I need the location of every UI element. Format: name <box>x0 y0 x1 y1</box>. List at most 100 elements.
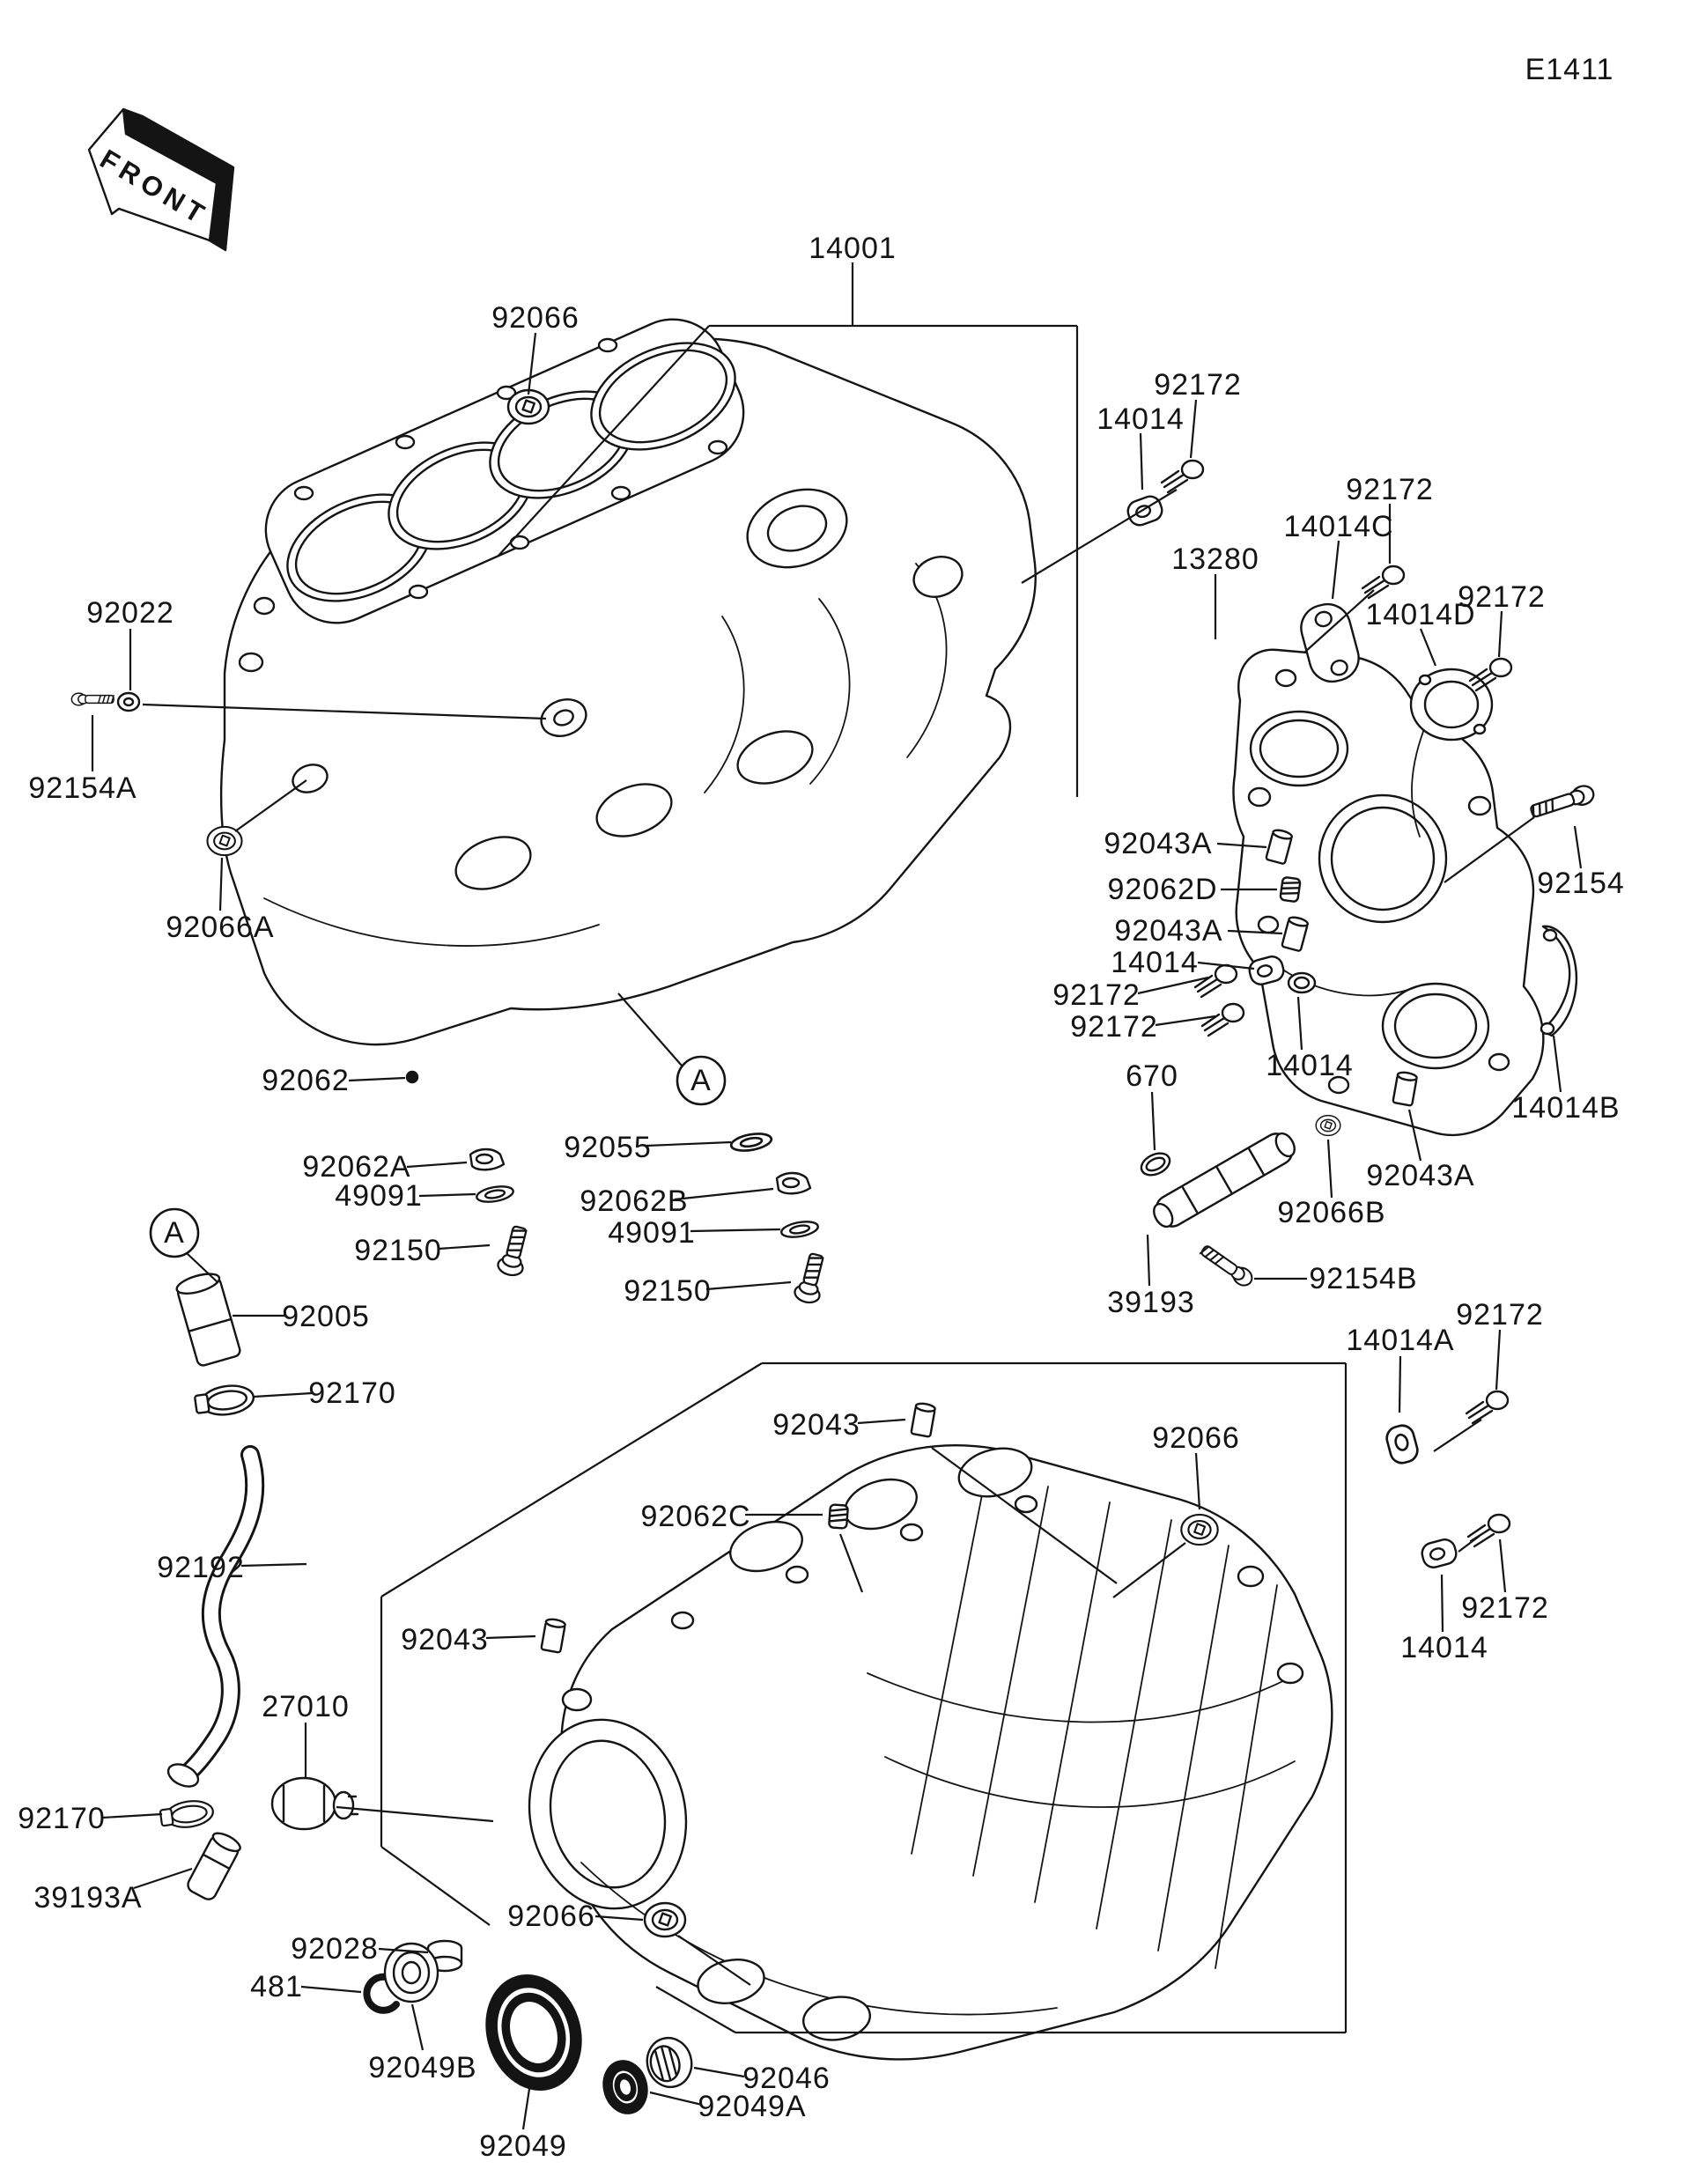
leader-line-92043A-43-0 <box>1407 1109 1422 1162</box>
part-label-92172-53: 92172 <box>1461 1591 1549 1625</box>
leader-line-49091-7-0 <box>418 1192 476 1198</box>
part-label-92172-38: 92172 <box>1052 978 1141 1012</box>
part-label-39193-46: 39193 <box>1107 1286 1195 1319</box>
part-label-39193A-18: 39193A <box>33 1881 142 1915</box>
leader-line-92172-53-1 <box>1458 1535 1481 1553</box>
tab-14014-4 <box>1418 1536 1460 1571</box>
part-label-92066-0: 92066 <box>491 301 580 335</box>
oil-pressure-switch-27010 <box>270 1776 359 1831</box>
screw-92172-4 <box>1193 963 1238 999</box>
leader-line-27010-16-1 <box>336 1805 494 1823</box>
part-label-92046-24: 92046 <box>742 2062 831 2095</box>
detail-marker-label-0: A <box>690 1064 712 1097</box>
part-label-92049A-25: 92049A <box>698 2090 806 2123</box>
part-label-92055-9: 92055 <box>564 1131 652 1164</box>
leader-line-92154-33-0 <box>1573 825 1583 869</box>
leader-line-92172-39-0 <box>1155 1015 1216 1027</box>
part-label-14014-54: 14014 <box>1400 1631 1488 1664</box>
page-code: E1411 <box>1525 53 1614 86</box>
leader-line-92043A-36-0 <box>1227 929 1283 935</box>
part-label-92005-13: 92005 <box>282 1300 370 1333</box>
part-label-92172-48: 92172 <box>1456 1298 1544 1332</box>
bolt-92150-left <box>495 1223 534 1279</box>
part-label-13280-26: 13280 <box>1171 542 1259 576</box>
leader-line-92066A-4-0 <box>218 857 224 911</box>
assembly-bracket-line-6 <box>655 1986 736 2033</box>
leader-line-92043A-34-0 <box>1216 842 1267 849</box>
plug-92066-mid <box>1180 1513 1219 1546</box>
leader-line-49091-11-0 <box>690 1228 781 1233</box>
leader-line-92028-19-0 <box>378 1947 429 1954</box>
part-label-14014B-42: 14014B <box>1511 1091 1620 1125</box>
leader-line-481-20-0 <box>300 1985 362 1994</box>
detail-marker-circle-1 <box>149 1207 200 1258</box>
leader-line-92170-14-0 <box>253 1391 313 1398</box>
leader-line-92066-0-0 <box>527 332 537 395</box>
detail-marker-leader-1-0 <box>186 1252 218 1283</box>
leader-line-92062A-6-0 <box>406 1161 468 1169</box>
clamp-92062a <box>469 1147 506 1171</box>
lower-crankcase-drawing <box>528 1444 1333 2061</box>
bolt-92150-right <box>792 1251 831 1306</box>
needle-bearing-92046 <box>646 2036 693 2089</box>
dowel-92043a-3 <box>1392 1070 1419 1107</box>
bearing-saddles <box>697 1447 1033 2041</box>
leader-line-92066-23-0 <box>594 1915 644 1922</box>
part-label-92154-33: 92154 <box>1537 867 1625 900</box>
hardware-parts <box>70 388 1598 2114</box>
part-label-92170-17: 92170 <box>18 1802 106 1835</box>
leader-line-92172-53-0 <box>1498 1538 1507 1593</box>
leader-line-92043-52-0 <box>485 1634 536 1640</box>
assembly-bracket-line-5 <box>380 1846 491 1926</box>
washer-92055 <box>728 1130 774 1155</box>
leader-line-92150-8-0 <box>438 1243 491 1251</box>
leader-line-92170-17-0 <box>101 1812 163 1819</box>
leader-line-14014-40-0 <box>1296 996 1303 1051</box>
leader-line-14014-37-0 <box>1197 961 1255 970</box>
screw-92172-5 <box>1200 1002 1245 1037</box>
leader-line-92022-2-1 <box>142 703 547 720</box>
screw-92062 <box>405 1070 419 1084</box>
tab-14014-1 <box>1124 492 1166 529</box>
part-label-92028-19: 92028 <box>291 1932 379 1966</box>
leader-line-92066A-4-1 <box>234 779 307 832</box>
leader-line-92049B-21-0 <box>410 2003 425 2051</box>
upper-crankcase-drawing <box>219 318 1037 1046</box>
circlip-481 <box>363 1973 400 2014</box>
leader-line-14014A-47-0 <box>1398 1355 1402 1413</box>
leader-line-39193-46-0 <box>1146 1234 1151 1287</box>
part-label-92066-23: 92066 <box>507 1900 595 1933</box>
front-direction-arrow: FRONT <box>87 107 235 252</box>
leader-line-92066B-44-0 <box>1326 1139 1333 1199</box>
leader-line-92172-38-0 <box>1137 976 1209 995</box>
part-label-670-41: 670 <box>1126 1059 1178 1093</box>
part-label-481-20: 481 <box>250 1970 303 2003</box>
part-label-92154A-3: 92154A <box>28 771 137 805</box>
leader-line-92172-48-1 <box>1433 1419 1482 1452</box>
clamp-92062b <box>775 1171 812 1195</box>
leader-line-670-41-0 <box>1150 1091 1156 1151</box>
leader-line-92172-48-0 <box>1495 1329 1502 1391</box>
part-label-92062A-6: 92062A <box>302 1150 410 1184</box>
screw-92172-1 <box>1160 459 1205 494</box>
part-label-49091-11: 49091 <box>608 1216 696 1250</box>
washer-49091-right <box>779 1218 821 1241</box>
plug-92066-bottom <box>643 1901 687 1938</box>
nut-14014-3 <box>1287 971 1317 994</box>
cap-92066b <box>1315 1114 1341 1137</box>
leader-line-92066-49-1 <box>1112 1542 1186 1598</box>
part-label-14014A-47: 14014A <box>1346 1324 1454 1357</box>
strap-14014b <box>1540 925 1578 1037</box>
screw-92172-7 <box>1466 1513 1511 1548</box>
ball-bearing-92049b <box>383 1942 439 2003</box>
leader-line-92066-49-0 <box>1194 1452 1201 1510</box>
oil-seal-92049 <box>485 1974 582 2091</box>
part-label-14014-27: 14014 <box>1097 402 1185 436</box>
part-label-92043A-36: 92043A <box>1114 914 1222 948</box>
bolt-92154 <box>1527 782 1598 823</box>
part-label-92049B-21: 92049B <box>368 2051 476 2084</box>
cylinder-bores <box>286 342 736 602</box>
leader-line-92066-23-1 <box>677 1935 751 1986</box>
leader-line-14014-27-0 <box>1139 432 1144 491</box>
part-label-92062D-35: 92062D <box>1107 873 1217 906</box>
